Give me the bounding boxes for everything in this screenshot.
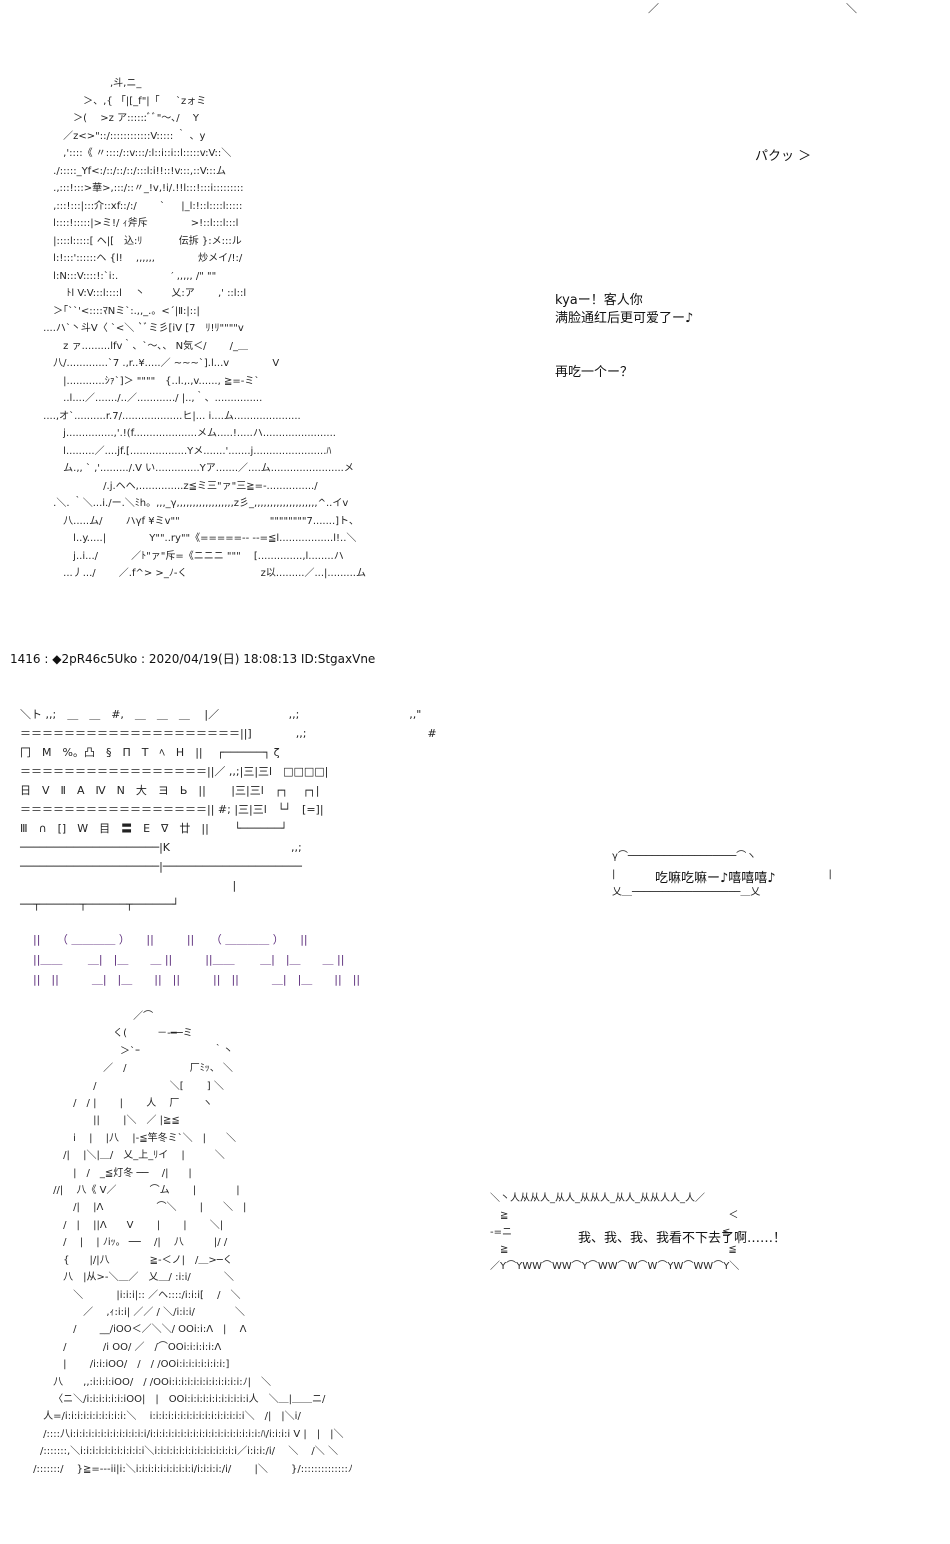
sfx-paku: パクッ ＞ (755, 149, 812, 164)
dialogue-1: kyaー！客人你 满脸通红后更可爱了ー♪ (555, 293, 694, 326)
aa-furniture: || （ ＿＿＿＿ ） || || （ ＿＿＿＿ ） || ||＿＿ ＿| |＿… (32, 933, 361, 986)
aa-bubble-2-frame: ＼丶人从从人_从人_从从人_从人_从从人人_人／ ≧ ＜ -=ニ ≦ ≧ ≦ ／… (490, 1193, 740, 1272)
aa-bubble-1-frame: γ⌒──────────────────⌒ヽ | | 乂＿───────────… (612, 851, 832, 898)
bubble-2-text: 我、我、我、我看不下去了啊……！ (578, 1231, 787, 1246)
dialogue-2: 再吃一个ー？ (555, 365, 634, 380)
bubble-1-text: 吃嘛吃嘛ー♪嘻嘻嘻♪ (655, 871, 776, 886)
aa-room: ＼ト ,,; ＿ ＿ #, ＿ ＿ ＿ |／ ,,; ,," ＝＝＝＝＝＝＝＝＝… (20, 708, 437, 911)
post-header: 1416 : ◆2pR46c5Uko : 2020/04/19(日) 18:08… (10, 652, 376, 666)
top-right-fragment: ／ ＼ (648, 2, 857, 15)
aa-figure-top: ,斗,ニ_ ＞、,{ 「|[_f"|「 `zォミ ＞( >z ア::::::ﾞﾞ… (43, 78, 366, 579)
aa-figure-bottom: ／⌒ く( －‐━─ミ ＞`ｰ ｀丶 ／ / 厂ﾐｯ、 ＼ / ＼[ ] ＼ /… (33, 1011, 353, 1475)
